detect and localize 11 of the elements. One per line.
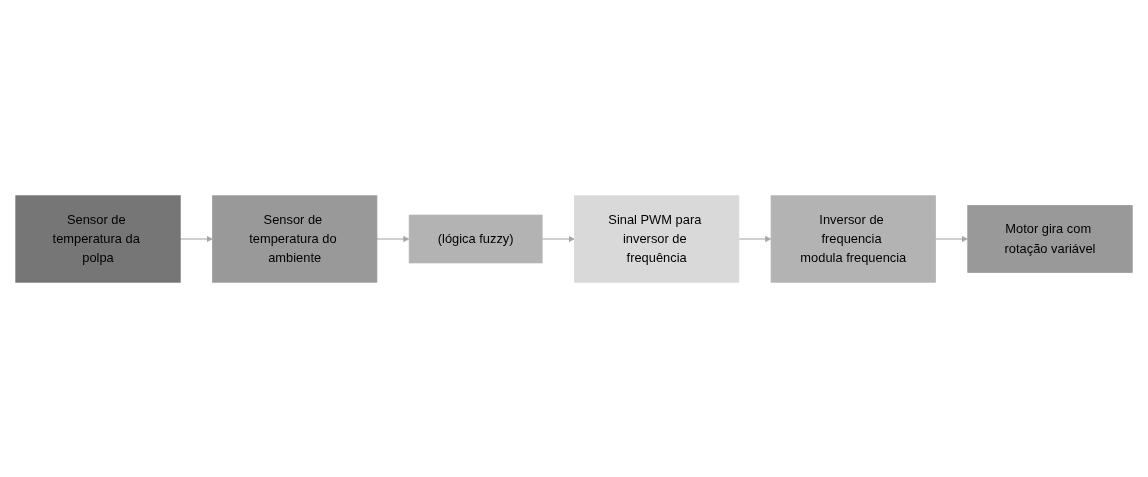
node-box: Motor gira com rotação variável: [967, 204, 1133, 273]
arrow: [738, 235, 772, 242]
arrow: [935, 235, 968, 242]
node-box: (lógica fuzzy): [408, 214, 543, 263]
node-box: Sinal PWM para inversor de frequência: [574, 194, 740, 283]
arrow: [376, 235, 410, 242]
node-box: Sensor de temperatura do ambiente: [212, 194, 378, 283]
arrow: [179, 235, 213, 242]
node-box: Sensor de temperatura da polpa: [15, 194, 181, 283]
node-box: Inversor de frequencia modula frequencia: [770, 194, 936, 283]
arrow: [541, 235, 575, 242]
